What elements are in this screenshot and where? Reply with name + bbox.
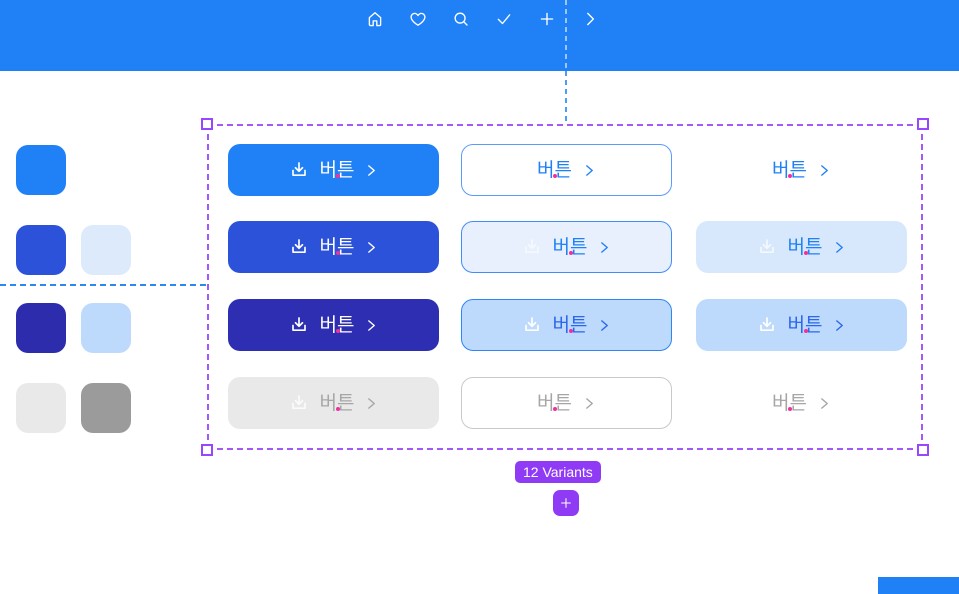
toolbar-icon-row [366,10,599,28]
check-icon[interactable] [495,10,513,28]
heart-icon[interactable] [409,10,427,28]
download-icon [522,237,542,257]
button-label: 버튼 [319,314,355,336]
button-label: 버튼 [787,314,823,336]
button-variant-primary-ghost[interactable]: 버튼 [696,144,907,196]
button-variant-light-outline[interactable]: 버튼 [461,221,672,273]
download-icon [289,393,309,413]
download-icon [289,237,309,257]
plus-icon[interactable] [538,10,556,28]
selection-handle-bottom-left[interactable] [201,444,213,456]
button-label: 버튼 [552,314,588,336]
chevron-right-icon [365,241,378,254]
chevron-right-icon [598,241,611,254]
selection-handle-bottom-right[interactable] [917,444,929,456]
button-label: 버튼 [772,159,807,181]
add-variant-button[interactable] [553,490,579,516]
chevron-right-icon [583,164,596,177]
button-variant-primary-filled[interactable]: 버튼 [228,144,439,196]
button-variant-royal-filled[interactable]: 버튼 [228,221,439,273]
download-icon [757,237,777,257]
button-label: 버튼 [787,236,823,258]
color-swatch-blue-navy[interactable] [16,303,66,353]
chevron-right-icon [833,241,846,254]
vertical-guide [565,71,567,124]
chevron-right-icon [365,397,378,410]
home-icon[interactable] [366,10,384,28]
color-swatch-gray-light[interactable] [16,383,66,433]
download-icon [522,315,542,335]
color-swatch-blue-royal[interactable] [16,225,66,275]
button-variant-navy-filled[interactable]: 버튼 [228,299,439,351]
button-label: 버튼 [772,392,807,414]
partial-frame-fragment [878,577,959,594]
variant-set-selection-frame[interactable]: 버튼 버튼 버튼 버튼 버튼 버튼 버튼 [201,118,929,456]
chevron-right-icon [818,164,831,177]
color-swatch-blue-lightest[interactable] [81,225,131,275]
chevron-right-icon [833,319,846,332]
search-icon[interactable] [452,10,470,28]
color-swatch-blue-light[interactable] [81,303,131,353]
button-label: 버튼 [319,159,355,181]
button-variant-disabled-outline[interactable]: 버튼 [461,377,672,429]
button-label: 버튼 [552,236,588,258]
chevron-right-icon [818,397,831,410]
selection-handle-top-left[interactable] [201,118,213,130]
color-swatch-blue-primary[interactable] [16,145,66,195]
variant-count-badge[interactable]: 12 Variants [515,461,601,483]
chevron-right-icon[interactable] [581,10,599,28]
button-variant-lighter-outline[interactable]: 버튼 [461,299,672,351]
download-icon [289,160,309,180]
button-label: 버튼 [319,236,355,258]
button-label: 버튼 [319,392,355,414]
button-variant-primary-outline[interactable]: 버튼 [461,144,672,196]
color-swatch-gray-mid[interactable] [81,383,131,433]
download-icon [289,315,309,335]
button-variant-lighter-filled[interactable]: 버튼 [696,299,907,351]
button-variant-light-filled[interactable]: 버튼 [696,221,907,273]
chevron-right-icon [365,164,378,177]
download-icon [757,315,777,335]
button-label: 버튼 [537,159,572,181]
selection-handle-top-right[interactable] [917,118,929,130]
chevron-right-icon [598,319,611,332]
toolbar-frame [0,0,959,71]
horizontal-guide [0,284,206,286]
chevron-right-icon [365,319,378,332]
button-variant-disabled-ghost[interactable]: 버튼 [696,377,907,429]
chevron-right-icon [583,397,596,410]
button-variant-disabled-filled[interactable]: 버튼 [228,377,439,429]
button-label: 버튼 [537,392,572,414]
